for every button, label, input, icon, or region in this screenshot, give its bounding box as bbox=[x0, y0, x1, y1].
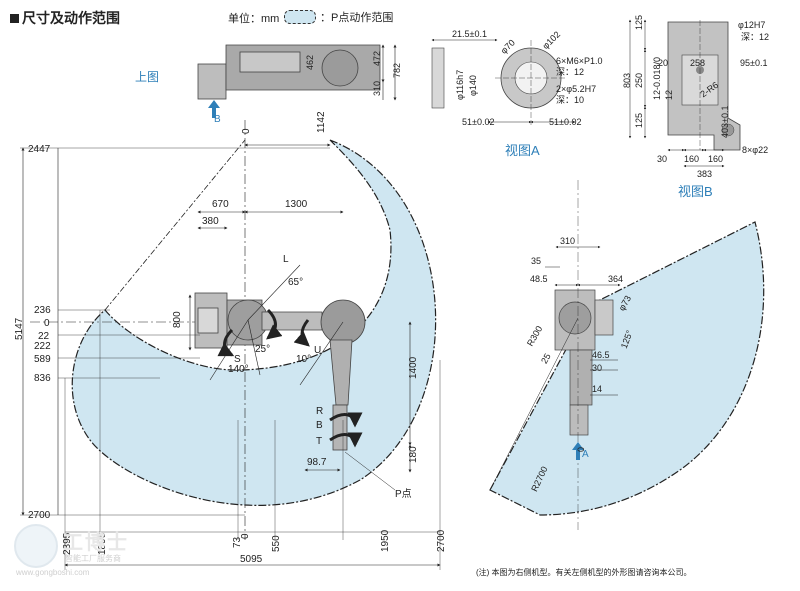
angle-140: 140° bbox=[228, 364, 249, 375]
vb-dim-30: 30 bbox=[657, 154, 667, 164]
vb-dim-803: 803 bbox=[622, 73, 632, 88]
dim-800: 800 bbox=[172, 311, 183, 328]
va-dim-phi140: φ140 bbox=[468, 75, 478, 96]
side-dim-310: 310 bbox=[560, 236, 575, 246]
arrow-a-label: A bbox=[582, 449, 589, 460]
dim-2447: 2447 bbox=[28, 144, 51, 155]
top-dim-462: 462 bbox=[305, 55, 315, 70]
watermark-logo: 工博士 智能工厂服务商 www.gongboshi.com bbox=[8, 520, 130, 582]
va-dim-phi102: φ102 bbox=[540, 29, 562, 51]
va-dim-phi5-2: 2×φ5.2H7 bbox=[556, 84, 596, 94]
vb-dim-383: 383 bbox=[697, 169, 712, 179]
va-dim-51-right: 51±0.02 bbox=[549, 117, 581, 127]
va-dim-21-5: 21.5±0.1 bbox=[452, 29, 487, 39]
side-dim-14: 14 bbox=[592, 384, 602, 394]
side-dim-25: 25 bbox=[539, 352, 553, 366]
dim-550: 550 bbox=[271, 535, 282, 552]
robot-wrist-side bbox=[554, 289, 614, 436]
top-view-drawing bbox=[197, 44, 381, 100]
dim-73: 73 bbox=[232, 536, 243, 548]
dim-380: 380 bbox=[202, 216, 219, 227]
view-b-label: 视图B bbox=[678, 184, 713, 199]
side-dim-46-5: 46.5 bbox=[592, 350, 610, 360]
dim-670: 670 bbox=[212, 199, 229, 210]
mascot-icon bbox=[14, 524, 58, 568]
vb-dim-12-tol: 12-0.018/0 bbox=[652, 57, 662, 100]
dim-0-y: 0 bbox=[44, 318, 50, 329]
side-dim-30: 30 bbox=[592, 363, 602, 373]
angle-65: 65° bbox=[288, 277, 303, 288]
dim-836: 836 bbox=[34, 373, 51, 384]
dim-5095: 5095 bbox=[240, 554, 263, 565]
vb-dim-depth12: 深：12 bbox=[741, 32, 769, 42]
view-a-drawing bbox=[431, 40, 567, 125]
vb-dim-95: 95±0.1 bbox=[740, 58, 767, 68]
view-b-drawing bbox=[667, 20, 741, 151]
axis-l: L bbox=[283, 254, 289, 265]
top-dim-782: 782 bbox=[392, 63, 402, 78]
dim-1896: 1896 bbox=[97, 532, 108, 555]
angle-10: 10° bbox=[296, 354, 311, 365]
page-title: 尺寸及动作范围 bbox=[10, 8, 120, 28]
axis-r: R bbox=[316, 406, 323, 417]
va-dim-depth12: 深：12 bbox=[556, 67, 584, 77]
side-dim-364: 364 bbox=[608, 274, 623, 284]
side-motion-range bbox=[489, 221, 765, 516]
angle-25: 25° bbox=[255, 344, 270, 355]
dim-589: 589 bbox=[34, 354, 51, 365]
va-dim-phi116: φ116h7 bbox=[455, 70, 465, 100]
dim-22: 22 bbox=[38, 331, 50, 342]
top-dim-472: 472 bbox=[372, 51, 382, 66]
dim-1400: 1400 bbox=[408, 356, 419, 379]
vb-dim-258: 258 bbox=[690, 58, 705, 68]
side-dim-0: 0 bbox=[576, 447, 586, 452]
view-a-label: 视图A bbox=[505, 143, 540, 158]
dim-236: 236 bbox=[34, 305, 51, 316]
footnote: (注) 本图为右侧机型。有关左侧机型的外形图请咨询本公司。 bbox=[476, 568, 692, 577]
top-view-label: 上图 bbox=[135, 70, 160, 84]
dim-1142: 1142 bbox=[316, 111, 327, 133]
axis-s: S bbox=[234, 354, 241, 365]
range-legend: ：P点动作范围 bbox=[284, 9, 393, 25]
arrow-a-icon bbox=[572, 442, 584, 460]
legend-swatch bbox=[284, 10, 316, 24]
dim-98-7: 98.7 bbox=[307, 457, 327, 468]
dim-1300: 1300 bbox=[285, 199, 308, 210]
vb-dim-160-a: 160 bbox=[684, 154, 699, 164]
axis-b: B bbox=[316, 420, 323, 431]
unit-label: 单位：mm bbox=[228, 13, 280, 25]
vb-dim-20: 20 bbox=[658, 58, 668, 68]
top-dim-310: 310 bbox=[372, 81, 382, 96]
dim-2700-y: 2700 bbox=[28, 510, 51, 521]
side-dim-r300: R300 bbox=[525, 324, 544, 348]
vb-dim-160-b: 160 bbox=[708, 154, 723, 164]
dim-180: 180 bbox=[408, 446, 419, 463]
side-dim-48-5: 48.5 bbox=[530, 274, 548, 284]
vb-dim-8xphi22: 8×φ22 bbox=[742, 145, 768, 155]
va-dim-m6: 6×M6×P1.0 bbox=[556, 56, 603, 66]
side-dim-35: 35 bbox=[531, 256, 541, 266]
dim-2700-x: 2700 bbox=[436, 529, 447, 552]
vb-dim-125-bottom: 125 bbox=[634, 113, 644, 128]
dim-5147: 5147 bbox=[14, 317, 25, 340]
va-dim-51-left: 51±0.02 bbox=[462, 117, 494, 127]
axis-t: T bbox=[316, 436, 322, 447]
vb-dim-125-top: 125 bbox=[634, 15, 644, 30]
vb-dim-250: 250 bbox=[634, 73, 644, 88]
arrow-b-icon bbox=[208, 100, 220, 118]
dim-2395: 2395 bbox=[62, 532, 73, 555]
va-dim-depth10: 深：10 bbox=[556, 95, 584, 105]
dim-1950: 1950 bbox=[380, 529, 391, 552]
axis-u: U bbox=[314, 345, 321, 356]
vb-dim-403: 403±0.1 bbox=[720, 106, 730, 138]
vb-dim-12: 12 bbox=[664, 90, 674, 100]
dim-222: 222 bbox=[34, 341, 51, 352]
dim-0-top: 0 bbox=[241, 128, 252, 134]
arrow-b-label: B bbox=[214, 114, 221, 125]
p-point-label: P点 bbox=[395, 488, 412, 500]
vb-dim-phi12: φ12H7 bbox=[738, 20, 765, 30]
dim-0-x: 0 bbox=[240, 533, 251, 539]
